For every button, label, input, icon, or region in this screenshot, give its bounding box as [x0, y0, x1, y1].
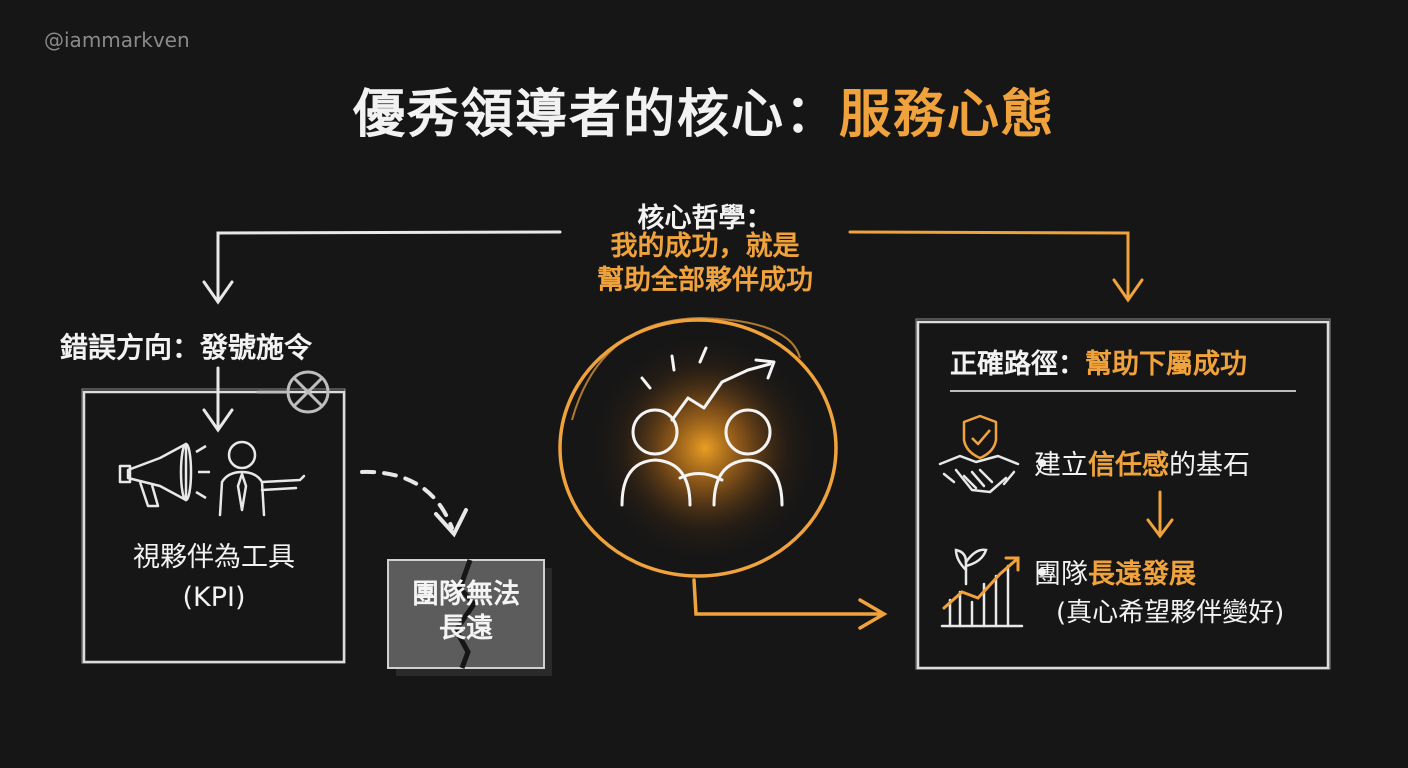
- arrow-to-wrong-path: [202, 230, 562, 305]
- right-heading-main: 正確路徑：: [950, 349, 1085, 380]
- page-title: 優秀領導者的核心：服務心態: [0, 72, 1408, 147]
- bullet-arrow: [1146, 490, 1174, 539]
- right-path-box: [915, 318, 1331, 670]
- author-handle: @iammarkven: [44, 28, 190, 52]
- core-line-2: 幫助全部夥伴成功: [597, 265, 813, 296]
- bullet1-pre: 建立: [1034, 450, 1088, 481]
- core-circle: [558, 316, 838, 578]
- wrong-line-1: 視夥伴為工具: [133, 542, 295, 573]
- dashed-arrow: [360, 469, 454, 530]
- title-accent: 服務心態: [839, 85, 1056, 145]
- wrong-path-box: [81, 388, 346, 664]
- bullet2-note: (真心希望夥伴變好): [1056, 598, 1285, 628]
- right-path-heading: 正確路徑：幫助下屬成功: [950, 342, 1247, 381]
- bullet-dot-1: [1038, 459, 1046, 467]
- megaphone-icon: [118, 442, 210, 508]
- bullet-dot-2: [1038, 568, 1046, 576]
- arrow-to-right-box: [692, 578, 888, 630]
- shield-check-icon: [962, 414, 998, 460]
- core-statement: 我的成功，就是 幫助全部夥伴成功: [540, 230, 870, 298]
- arrow-to-right-path: [848, 230, 1144, 303]
- broken-sign: [387, 559, 552, 676]
- arrow-into-left-box: [202, 366, 234, 433]
- core-line-1: 我的成功，就是: [610, 231, 800, 262]
- broken-sign-text: 團隊無法 長遠: [388, 578, 544, 646]
- bullet1-post: 的基石: [1169, 450, 1250, 481]
- bullet2-pre: 團隊: [1034, 559, 1088, 590]
- bullet-growth: 團隊長遠發展: [1034, 552, 1196, 591]
- bullet1-accent: 信任感: [1088, 450, 1169, 481]
- wrong-path-text: 視夥伴為工具 (KPI): [84, 538, 344, 618]
- right-heading-accent: 幫助下屬成功: [1085, 349, 1247, 380]
- wrong-path-heading: 錯誤方向：發號施令: [60, 331, 313, 364]
- growth-chart-icon: [940, 548, 1024, 628]
- wrong-line-2: (KPI): [182, 582, 246, 613]
- bullet2-accent: 長遠發展: [1088, 559, 1196, 590]
- broken-line-1: 團隊無法: [412, 579, 520, 610]
- core-heading: 核心哲學：: [637, 203, 773, 234]
- bullet-trust: 建立信任感的基石: [1034, 443, 1250, 482]
- broken-line-2: 長遠: [439, 613, 493, 644]
- title-main: 優秀領導者的核心：: [352, 85, 839, 145]
- people-growth-icon: [620, 346, 784, 507]
- pointing-person-icon: [218, 440, 306, 517]
- handshake-icon: [938, 454, 1020, 494]
- dashed-arrow-head: [434, 508, 468, 538]
- cross-circle-icon: [256, 370, 330, 414]
